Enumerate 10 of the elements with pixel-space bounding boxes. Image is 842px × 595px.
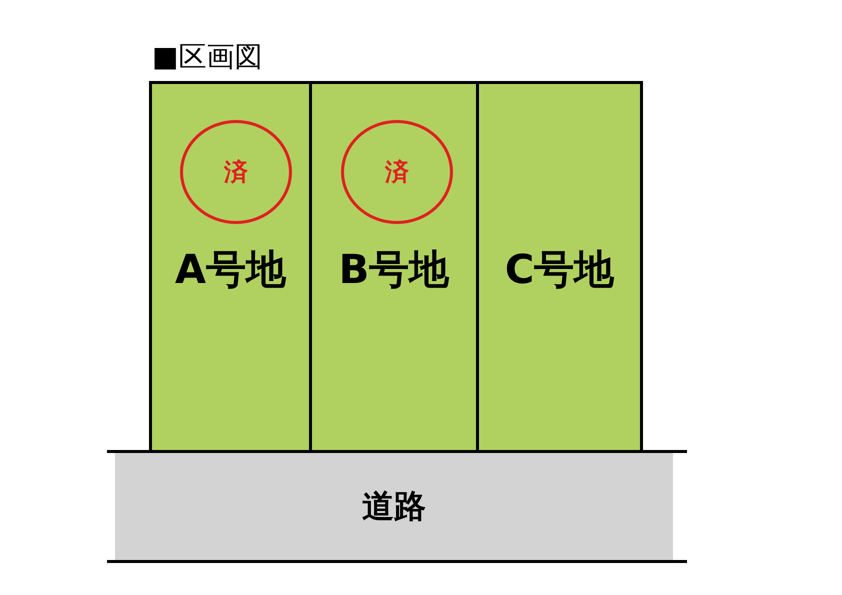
sold-stamp: 済	[341, 120, 453, 224]
sold-stamp: 済	[180, 120, 292, 224]
lot-label: B号地	[338, 246, 450, 294]
lot-label: C号地	[504, 246, 616, 294]
diagram-title: ■区画図	[152, 40, 262, 74]
lot-label: A号地	[174, 246, 288, 294]
lot-block	[309, 81, 479, 453]
road-area: 道路	[115, 453, 673, 560]
lot-block	[149, 81, 312, 453]
lot-block	[476, 81, 643, 453]
